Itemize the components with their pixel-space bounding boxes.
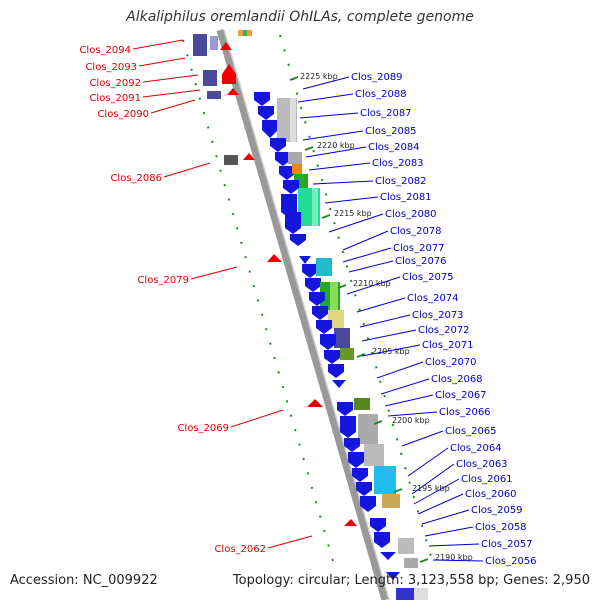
scale-label: 2200 kbp xyxy=(392,416,430,425)
left-gene-labels: Clos_2094 Clos_2093 Clos_2092 Clos_2091 … xyxy=(79,39,313,555)
gene-label-right: Clos_2066 xyxy=(439,407,491,418)
gene-label-right: Clos_2073 xyxy=(412,310,464,321)
gene-label-left: Clos_2092 xyxy=(89,78,141,89)
scale-label: 2215 kbp xyxy=(334,209,372,218)
gene-label-right: Clos_2063 xyxy=(456,459,508,470)
gene-label-right: Clos_2070 xyxy=(425,357,477,368)
right-gene-blocks xyxy=(254,92,428,600)
gene-label-right: Clos_2078 xyxy=(390,226,442,237)
scale-label: 2195 kbp xyxy=(412,484,450,493)
gene-label-right: Clos_2080 xyxy=(385,209,437,220)
gene-label-right: Clos_2058 xyxy=(475,522,527,533)
gene-label-right: Clos_2087 xyxy=(360,108,412,119)
gene-label-right: Clos_2089 xyxy=(351,72,403,83)
gene-label-left: Clos_2091 xyxy=(89,93,141,104)
gene-label-right: Clos_2072 xyxy=(418,325,470,336)
gene-label-right: Clos_2060 xyxy=(465,489,517,500)
reverse-strand-guide xyxy=(182,39,336,569)
gene-label-left: Clos_2079 xyxy=(137,275,189,286)
gene-label-left: Clos_2062 xyxy=(214,544,266,555)
gene-label-right: Clos_2088 xyxy=(355,89,407,100)
accession-text: Accession: NC_009922 xyxy=(10,573,158,588)
scale-label: 2205 kbp xyxy=(372,347,410,356)
gene-label-right: Clos_2059 xyxy=(471,505,523,516)
gene-label-right: Clos_2082 xyxy=(375,176,427,187)
gene-label-right: Clos_2084 xyxy=(368,142,420,153)
gene-label-right: Clos_2076 xyxy=(395,256,447,267)
genome-stats-text: Topology: circular; Length: 3,123,558 bp… xyxy=(232,573,590,588)
gene-label-left: Clos_2094 xyxy=(79,45,131,56)
gene-label-right: Clos_2068 xyxy=(431,374,483,385)
left-gene-blocks xyxy=(193,34,357,526)
gene-label-right: Clos_2081 xyxy=(380,192,432,203)
gene-label-right: Clos_2075 xyxy=(402,272,454,283)
scale-label: 2190 kbp xyxy=(435,553,473,562)
genome-backbone xyxy=(216,29,389,600)
gene-label-right: Clos_2077 xyxy=(393,243,445,254)
scale-label: 2210 kbp xyxy=(353,279,391,288)
forward-strand-guide xyxy=(279,34,433,561)
right-gene-labels: Clos_2089 Clos_2088 Clos_2087 Clos_2085 … xyxy=(297,72,537,567)
gene-label-left: Clos_2069 xyxy=(177,423,229,434)
gene-label-right: Clos_2064 xyxy=(450,443,502,454)
scale-labels: 2225 kbp 2220 kbp 2215 kbp 2210 kbp 2205… xyxy=(300,72,473,562)
gene-label-left: Clos_2086 xyxy=(110,173,162,184)
scale-label: 2220 kbp xyxy=(317,141,355,150)
gene-label-right: Clos_2057 xyxy=(481,539,533,550)
gene-stub-top-2 xyxy=(243,30,247,36)
gene-label-right: Clos_2085 xyxy=(365,126,417,137)
gene-label-right: Clos_2056 xyxy=(485,556,537,567)
gene-label-right: Clos_2074 xyxy=(407,293,459,304)
scale-ticks xyxy=(289,76,429,563)
scale-label: 2225 kbp xyxy=(300,72,338,81)
map-title: Alkaliphilus oremlandii OhILAs, complete… xyxy=(126,9,474,25)
gene-label-right: Clos_2061 xyxy=(461,474,513,485)
gene-label-right: Clos_2065 xyxy=(445,426,497,437)
gene-label-left: Clos_2090 xyxy=(97,109,149,120)
gene-label-left: Clos_2093 xyxy=(85,62,137,73)
gene-label-right: Clos_2067 xyxy=(435,390,487,401)
gene-label-right: Clos_2083 xyxy=(372,158,424,169)
gene-label-right: Clos_2071 xyxy=(422,340,474,351)
